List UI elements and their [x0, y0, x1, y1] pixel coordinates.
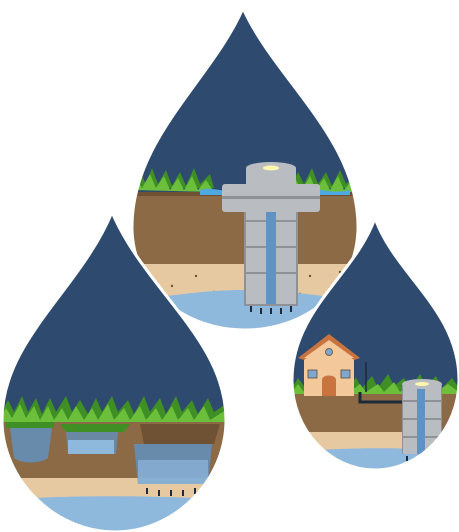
- groundwater: [292, 448, 459, 470]
- groundwater: [2, 496, 226, 532]
- house: [298, 334, 360, 396]
- concrete-ring-well: [222, 162, 320, 306]
- grass: [131, 168, 359, 192]
- water-pipe: [358, 392, 404, 404]
- drainage-pits: [6, 422, 220, 484]
- grass: [2, 396, 226, 424]
